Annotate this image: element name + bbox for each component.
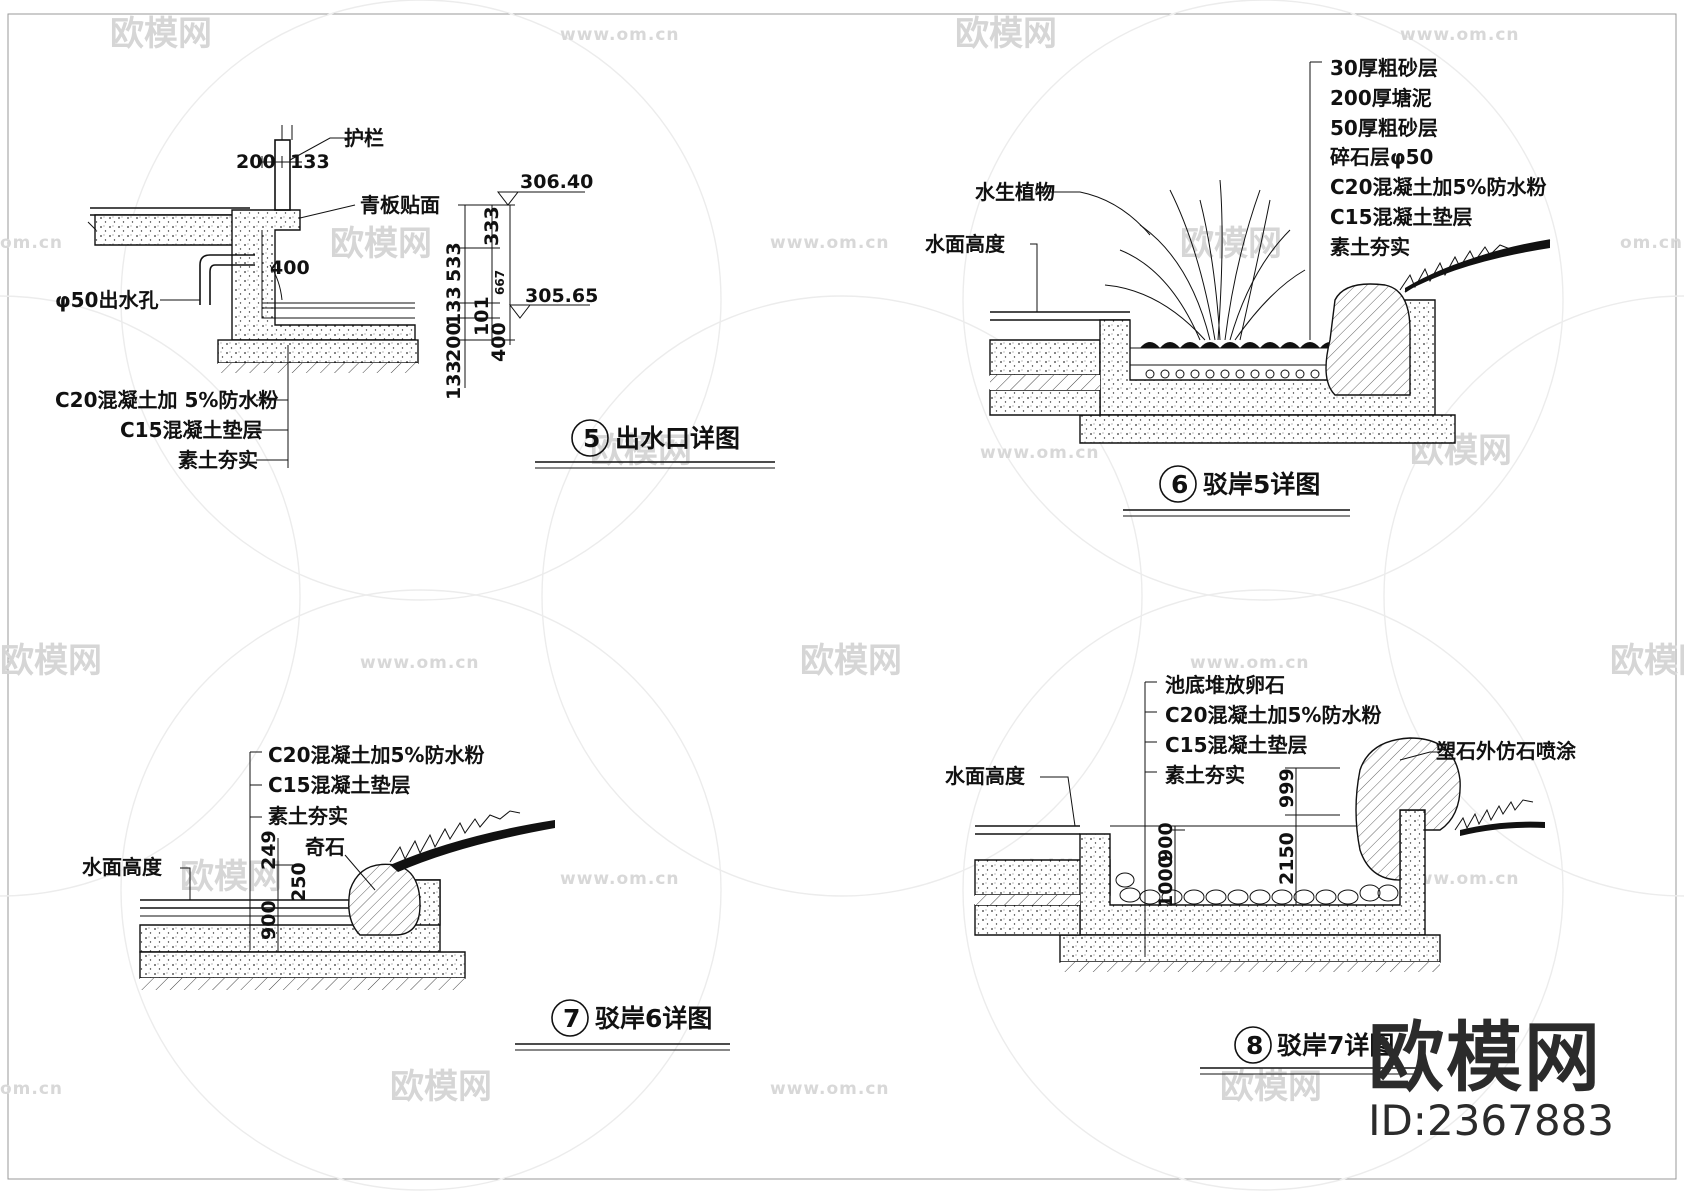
d6-title-number: 6: [1171, 470, 1188, 499]
svg-text:欧模网: 欧模网: [180, 857, 282, 897]
d6-label-6: C15混凝土垫层: [1330, 205, 1473, 229]
d5-dim-400: 400: [270, 257, 310, 279]
d5-title: 出水口详图: [615, 424, 740, 453]
svg-text:www.om.cn: www.om.cn: [980, 443, 1100, 463]
d5-label-c20: C20混凝土加 5%防水粉: [55, 388, 278, 412]
svg-text:www.om.cn: www.om.cn: [1400, 25, 1520, 45]
d8-title-number: 8: [1246, 1031, 1263, 1060]
d5-dim-533: 533: [443, 242, 465, 282]
d5-label-facing: 青板贴面: [360, 193, 440, 217]
d5-dim-200v: 200: [443, 322, 465, 362]
detail-7-revetment-6: C20混凝土加5%防水粉 C15混凝土垫层 素土夯实 奇石 水面高度 249 2…: [82, 743, 730, 1051]
svg-text:om.cn: om.cn: [1620, 233, 1683, 253]
d5-label-outlet: φ50出水孔: [55, 288, 158, 312]
d7-label-water: 水面高度: [82, 855, 163, 879]
svg-text:www.om.cn: www.om.cn: [560, 869, 680, 889]
sheet-border: [7, 13, 1677, 1180]
d8-label-soil: 素土夯实: [1165, 763, 1245, 787]
svg-text:欧模网: 欧模网: [0, 641, 102, 681]
svg-text:www.om.cn: www.om.cn: [560, 25, 680, 45]
d8-dim-900: 900: [1155, 822, 1177, 862]
d5-title-number: 5: [583, 424, 600, 453]
d8-label-rock: 塑石外仿石喷涂: [1436, 739, 1577, 763]
detail-6-revetment-5: 30厚粗砂层 200厚塘泥 50厚粗砂层 碎石层φ50 C20混凝土加5%防水粉…: [925, 56, 1551, 517]
d6-title: 驳岸5详图: [1203, 470, 1320, 499]
d5-dim-200: 200: [236, 151, 276, 173]
svg-text:欧模网: 欧模网: [1220, 1067, 1322, 1107]
d7-dim-250: 250: [288, 862, 310, 902]
d7-dim-900: 900: [258, 900, 280, 940]
d6-label-3: 50厚粗砂层: [1330, 116, 1438, 140]
d6-label-1: 30厚粗砂层: [1330, 56, 1438, 80]
svg-text:www.om.cn: www.om.cn: [770, 233, 890, 253]
d5-elevation-2: 305.65: [525, 285, 598, 307]
svg-text:欧模网: 欧模网: [800, 641, 902, 681]
d6-label-plant: 水生植物: [975, 180, 1055, 204]
svg-text:欧模网: 欧模网: [955, 14, 1057, 54]
d5-dim-133a: 133: [443, 286, 465, 326]
d6-label-7: 素土夯实: [1330, 235, 1410, 259]
d8-dim-2150: 2150: [1276, 832, 1298, 885]
d8-title: 驳岸7详图: [1277, 1031, 1394, 1060]
d5-label-c15: C15混凝土垫层: [120, 418, 263, 442]
detail-5-outlet: 200 133 400 333 533 667 133 101 200 400 …: [55, 125, 775, 472]
d5-dim-400v: 400: [488, 322, 510, 362]
d8-label-pebble: 池底堆放卵石: [1165, 673, 1285, 697]
d5-dim-667: 667: [493, 270, 507, 295]
d7-label-soil: 素土夯实: [268, 804, 348, 828]
watermark-text: 欧模网 www.om.cn 欧模网 www.om.cn om.cn 欧模网 ww…: [0, 14, 1684, 1107]
svg-text:欧模网: 欧模网: [590, 431, 692, 471]
d6-label-water: 水面高度: [925, 232, 1006, 256]
svg-text:欧模网: 欧模网: [330, 224, 432, 264]
d5-dim-133b: 133: [443, 360, 465, 400]
d7-label-c20: C20混凝土加5%防水粉: [268, 743, 484, 767]
svg-text:www.om.cn: www.om.cn: [770, 1079, 890, 1099]
svg-text:www.om.cn: www.om.cn: [360, 653, 480, 673]
d5-elevation-1: 306.40: [520, 171, 593, 193]
brand-logo-text: 欧模网: [1368, 1013, 1603, 1102]
d7-title-number: 7: [563, 1004, 580, 1033]
detail-8-revetment-7: 池底堆放卵石 C20混凝土加5%防水粉 C15混凝土垫层 素土夯实 塑石外仿石喷…: [945, 673, 1577, 1075]
svg-text:欧模网: 欧模网: [390, 1067, 492, 1107]
d5-dim-133: 133: [290, 151, 330, 173]
d5-label-soil: 素土夯实: [178, 448, 258, 472]
svg-text:欧模网: 欧模网: [1610, 641, 1684, 681]
brand-id: ID:2367883: [1368, 1096, 1614, 1145]
svg-text:om.cn: om.cn: [0, 233, 63, 253]
d8-label-c15: C15混凝土垫层: [1165, 733, 1308, 757]
d7-label-c15: C15混凝土垫层: [268, 773, 411, 797]
d5-label-rail: 护栏: [344, 126, 384, 150]
d6-label-5: C20混凝土加5%防水粉: [1330, 175, 1546, 199]
d5-dim-101: 101: [471, 296, 493, 336]
d8-label-water: 水面高度: [945, 764, 1026, 788]
d8-dim-1000: 1000: [1155, 855, 1177, 908]
d5-dim-333: 333: [481, 206, 503, 246]
d8-label-c20: C20混凝土加5%防水粉: [1165, 703, 1381, 727]
d7-dim-249: 249: [258, 830, 280, 870]
brand-logo: 欧模网 ID:2367883: [1368, 1018, 1614, 1144]
d6-label-4: 碎石层φ50: [1330, 145, 1433, 169]
svg-text:www.om.cn: www.om.cn: [1400, 869, 1520, 889]
d6-label-2: 200厚塘泥: [1330, 86, 1432, 110]
svg-text:om.cn: om.cn: [0, 1079, 63, 1099]
d8-dim-999: 999: [1276, 768, 1298, 808]
svg-text:欧模网: 欧模网: [1180, 224, 1282, 264]
svg-text:www.om.cn: www.om.cn: [1190, 653, 1310, 673]
d7-label-rock: 奇石: [305, 835, 345, 859]
svg-text:欧模网: 欧模网: [110, 14, 212, 54]
d7-title: 驳岸6详图: [595, 1004, 712, 1033]
